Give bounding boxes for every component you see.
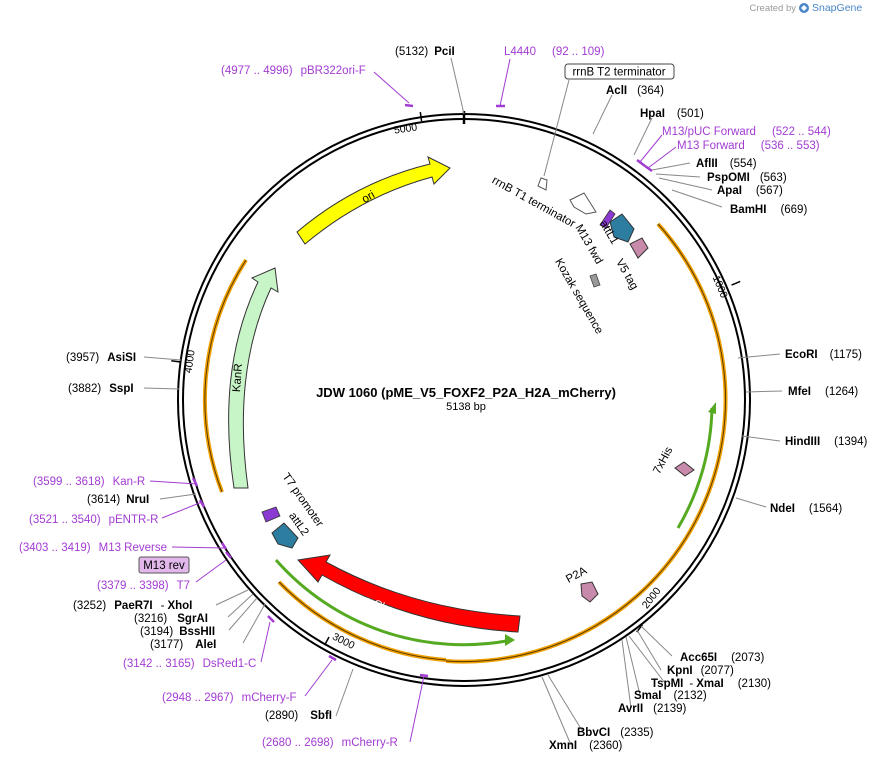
site-pcii: (5132)PciI <box>395 46 455 58</box>
site-aflii: AflII(554) <box>696 158 757 170</box>
7xhis-label: 7xHis <box>651 445 675 476</box>
primer-mcherry-f: (2948 .. 2967)mCherry-F <box>162 692 297 704</box>
created-by-label: Created by <box>750 3 797 14</box>
site-alei: (3177)AleI <box>150 639 216 651</box>
site-xmni: XmnI(2360) <box>549 740 623 752</box>
snapgene-brand: SnapGene <box>812 2 862 14</box>
site-sgrai: (3216)SgrAI <box>134 613 208 625</box>
ori-label: ori <box>360 189 377 206</box>
site-bsshii: (3194)BssHII <box>140 626 215 638</box>
site-kpni: KpnI(2077) <box>667 665 734 677</box>
primer-t7: (3379 .. 3398)T7 <box>97 580 190 592</box>
attl2-feature <box>271 522 299 549</box>
m13-rev-label-box <box>138 556 190 574</box>
primer-m13-puc-forward: M13/pUC Forward(522 .. 544) <box>662 126 831 138</box>
p2a-feature <box>580 581 599 603</box>
p2a-label: P2A <box>564 565 589 586</box>
site-ecori: EcoRI(1175) <box>785 349 862 361</box>
tick-4000: 4000 <box>182 349 197 374</box>
kozak-sequence-label: Kozak sequence <box>552 257 605 337</box>
v5-tag-label: V5 tag <box>613 257 640 292</box>
backbone-inner-ring <box>182 118 746 682</box>
backbone-outer-ring <box>177 113 751 687</box>
primer-kan-r: (3599 .. 3618)Kan-R <box>33 476 145 488</box>
site-pspomi: PspOMI(563) <box>707 172 787 184</box>
site-acli: AclI(364) <box>606 85 664 97</box>
mcherry-feature <box>297 554 521 633</box>
plasmid-name: JDW 1060 (pME_V5_FOXF2_P2A_H2A_mCherry) <box>316 385 616 400</box>
plasmid-size: 5138 bp <box>446 401 486 413</box>
t7-primer-feature <box>261 506 281 523</box>
site-ndei: NdeI(1564) <box>770 503 842 515</box>
site-hindiii: HindIII(1394) <box>785 436 868 448</box>
tick-1000: 1000 <box>710 274 730 300</box>
site-sspi: (3882)SspI <box>68 383 134 395</box>
primer-marks <box>191 103 653 678</box>
ori-feature <box>296 156 451 245</box>
m13-rev-label: M13 rev <box>143 560 185 572</box>
m13-fwd-feature <box>599 209 616 229</box>
rrnb-t2-label: rrnB T2 terminator <box>572 67 665 79</box>
tick-5000: 5000 <box>393 121 418 136</box>
site-paer7i-xhoi: (3252)PaeR7I-XhoI <box>73 600 192 612</box>
site-avrii: AvrII(2139) <box>618 703 687 715</box>
site-tspmi-xmai: TspMI-XmaI(2130) <box>651 678 771 690</box>
primer-m13-forward: M13 Forward(536 .. 553) <box>677 140 820 152</box>
rrnb-t2-terminator-feature <box>537 177 548 191</box>
scale-ticks <box>171 111 741 646</box>
snapgene-logo-icon <box>799 3 809 13</box>
site-nrui: (3614)NruI <box>87 494 149 506</box>
primer-l4440: L4440(92 .. 109) <box>504 46 605 58</box>
primer-leader-lines <box>149 58 677 743</box>
site-sbfi: (2890)SbfI <box>265 710 332 722</box>
site-asisi: (3957)AsiSI <box>66 352 136 364</box>
primer-m13-reverse: (3403 .. 3419)M13 Reverse <box>19 542 167 554</box>
rrnb-t2-label-box <box>564 63 675 80</box>
site-bamhi: BamHI(669) <box>730 204 807 216</box>
primer-dsred1-c: (3142 .. 3165)DsRed1-C <box>123 658 256 670</box>
kozak-sequence-feature <box>589 273 601 288</box>
primer-mcherry-r: (2680 .. 2698)mCherry-R <box>262 737 398 749</box>
site-bbvci: BbvCI(2335) <box>577 727 654 739</box>
site-acc65i: Acc65I(2073) <box>680 652 765 664</box>
site-mfei: MfeI(1264) <box>788 386 858 398</box>
site-smai: SmaI(2132) <box>634 690 707 702</box>
primer-pentr-r: (3521 .. 3540)pENTR-R <box>29 514 158 526</box>
primer-labels: L4440(92 .. 109) (4977 .. 4996)pBR322ori… <box>19 46 831 749</box>
green-arc-his <box>676 407 714 529</box>
rrnb-t1-terminator-feature <box>569 192 597 215</box>
site-hpai: HpaI(501) <box>640 108 704 120</box>
rrnb-t1-label: rrnB T1 terminator <box>490 175 577 231</box>
primer-pbr322ori-f: (4977 .. 4996)pBR322ori-F <box>221 65 366 77</box>
enzyme-leader-lines <box>143 57 783 746</box>
green-arc-mcherry <box>274 559 513 647</box>
attl1-feature <box>609 213 635 243</box>
kanr-label: KanR <box>231 363 245 393</box>
7xhis-feature <box>674 461 695 477</box>
site-apai: ApaI(567) <box>717 185 783 197</box>
kanr-feature <box>228 267 279 489</box>
enzyme-labels: (5132)PciI AclI(364) HpaI(501) AflII(554… <box>66 46 868 752</box>
v5-tag-feature <box>629 237 649 259</box>
